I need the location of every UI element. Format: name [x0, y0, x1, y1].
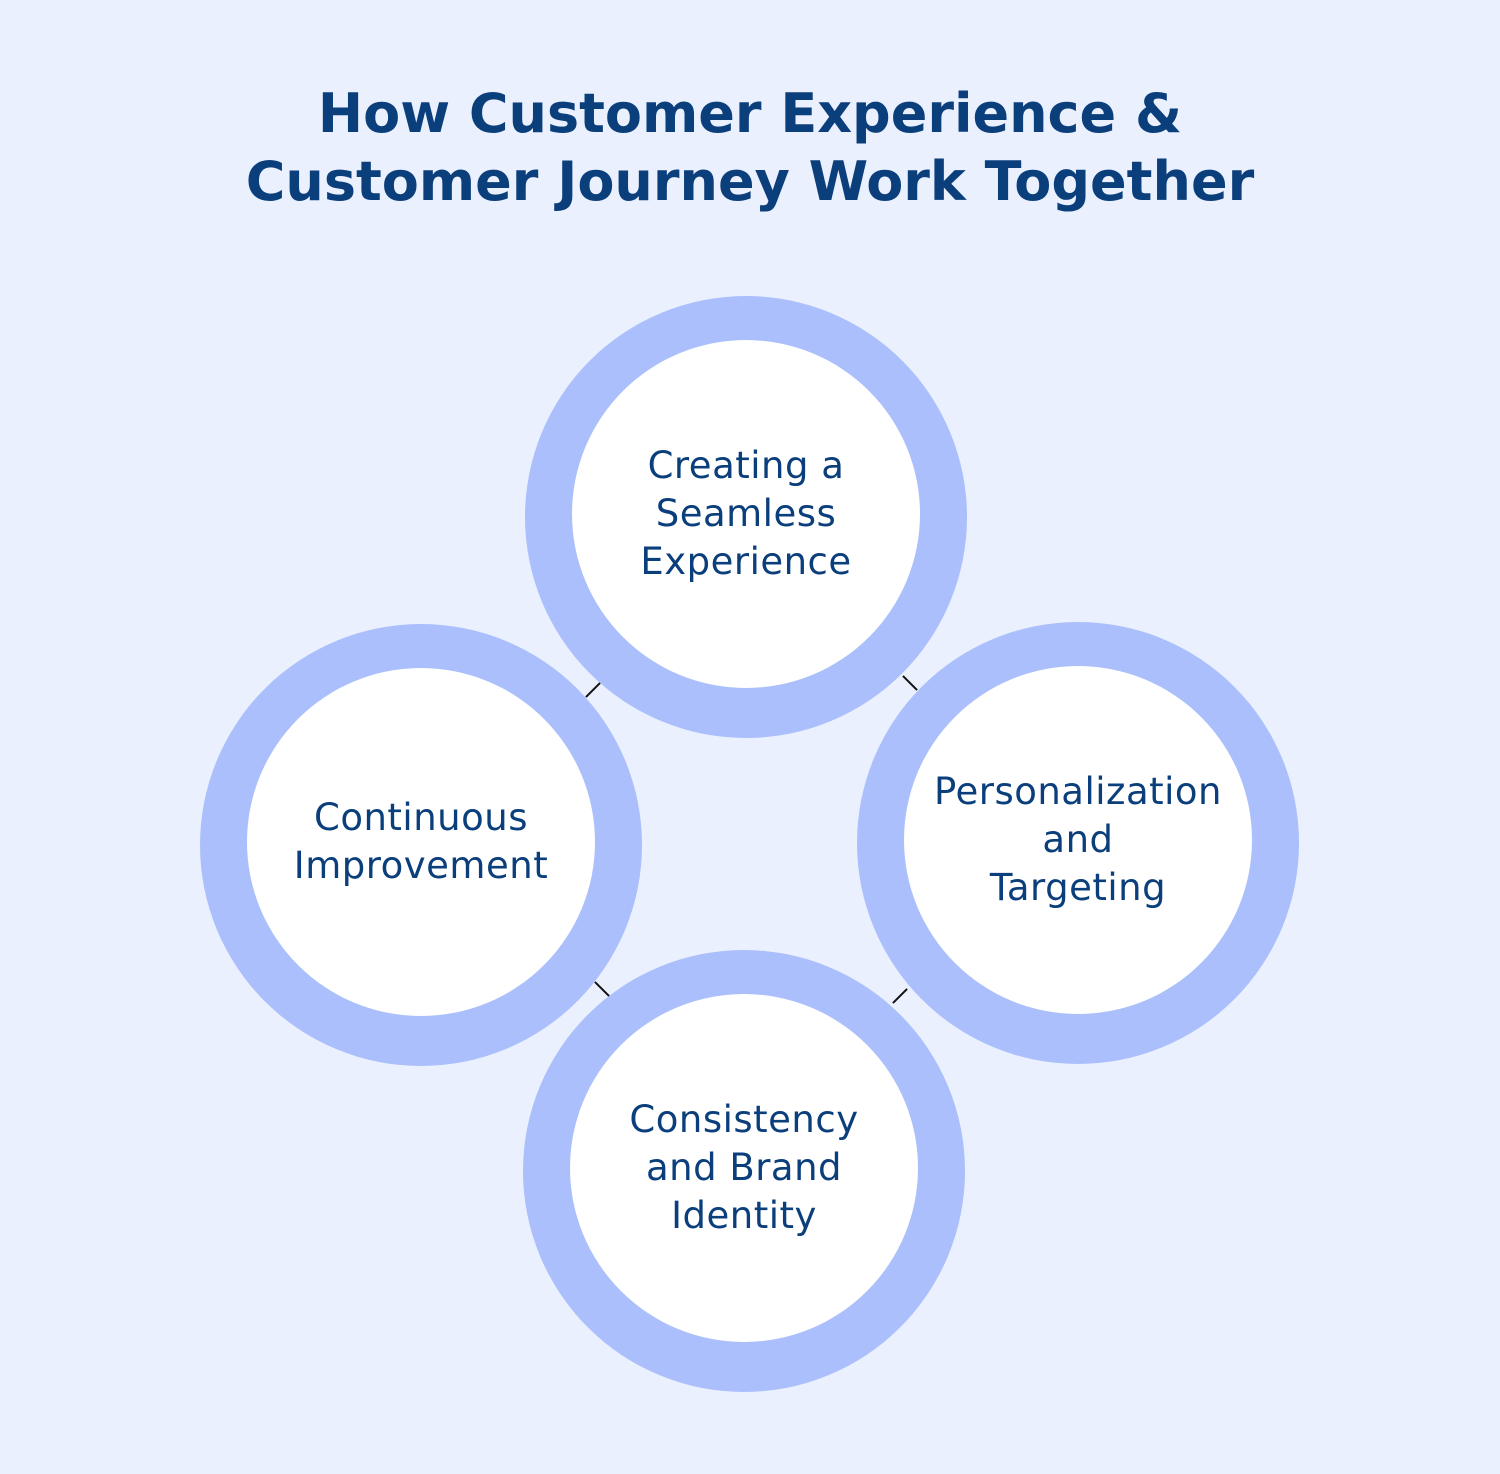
node-continuous-improvement: Continuous Improvement — [200, 624, 642, 1066]
node-label-line: Improvement — [293, 844, 549, 887]
node-label: Personalization and Targeting — [934, 768, 1222, 912]
node-label-line: Consistency — [629, 1098, 859, 1141]
node-label-line: Creating a — [647, 444, 845, 487]
node-inner-circle: Personalization and Targeting — [904, 666, 1252, 1014]
node-label-line: Personalization — [933, 770, 1223, 813]
connector-bottom-left — [594, 981, 610, 997]
title-line-1: How Customer Experience & — [317, 82, 1183, 145]
title-line-2: Customer Journey Work Together — [245, 150, 1255, 213]
node-label: Continuous Improvement — [294, 794, 548, 890]
node-label-line: and Brand — [645, 1146, 843, 1189]
node-label-line: Identity — [671, 1194, 817, 1237]
node-label: Creating a Seamless Experience — [640, 442, 851, 586]
node-inner-circle: Creating a Seamless Experience — [572, 340, 920, 688]
node-inner-circle: Consistency and Brand Identity — [570, 994, 918, 1342]
node-label-line: and — [1042, 818, 1114, 861]
node-consistency-brand-identity: Consistency and Brand Identity — [523, 950, 965, 1392]
connector-top-right — [902, 675, 918, 691]
connector-bottom-right — [892, 988, 908, 1004]
node-label-line: Experience — [640, 540, 852, 583]
node-inner-circle: Continuous Improvement — [247, 668, 595, 1016]
node-seamless-experience: Creating a Seamless Experience — [525, 296, 967, 738]
connector-top-left — [585, 682, 601, 698]
node-label-line: Continuous — [314, 796, 528, 839]
diagram-title: How Customer Experience & Customer Journ… — [0, 80, 1500, 216]
node-label-line: Targeting — [989, 866, 1167, 909]
node-personalization-targeting: Personalization and Targeting — [857, 622, 1299, 1064]
node-label: Consistency and Brand Identity — [629, 1096, 858, 1240]
node-label-line: Seamless — [655, 492, 837, 535]
